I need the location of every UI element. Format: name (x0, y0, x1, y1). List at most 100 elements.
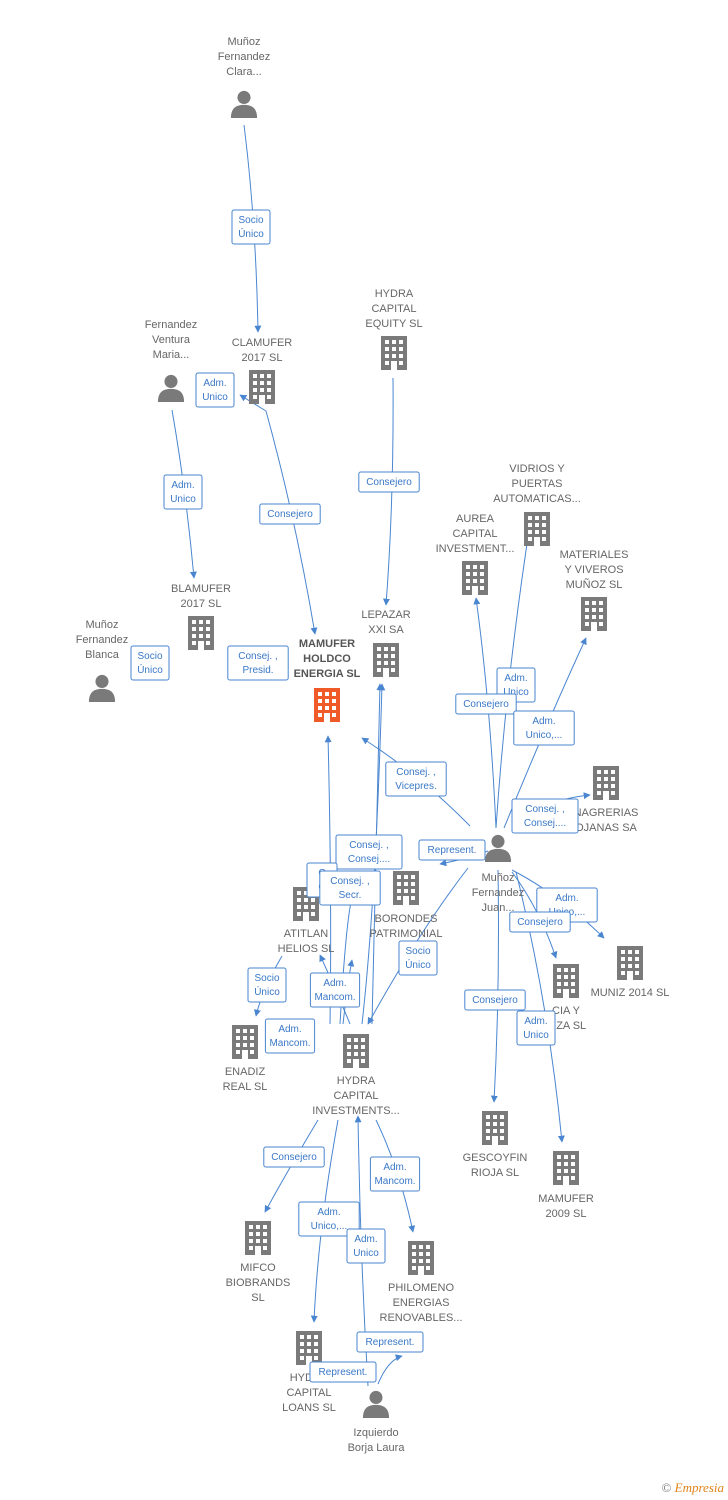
edge-label-text: Unico (503, 687, 529, 698)
edge-line (367, 867, 469, 1025)
node-label: CAPITAL (333, 1090, 378, 1102)
edge-label[interactable]: Adm. Unico (195, 372, 235, 408)
edge-label-box (247, 967, 287, 1003)
edge-label-text: Consej. , (330, 876, 369, 887)
node-label: Izquierdo (353, 1427, 398, 1439)
node-label: Juan... (481, 902, 514, 914)
edge-label[interactable]: Represent. (356, 1331, 424, 1353)
edge-label-box (455, 693, 517, 715)
building-icon (617, 946, 643, 980)
building-icon (314, 688, 340, 722)
edge-label-text: Mancom. (269, 1038, 310, 1049)
edge-label[interactable]: Adm.Unico,... (513, 710, 575, 746)
edge-label[interactable]: Adm. Mancom. (369, 1156, 421, 1192)
edge-label-text: Socio (137, 651, 162, 662)
edge-label[interactable]: Consejero (464, 989, 526, 1011)
edge-label[interactable]: Consejero (263, 1146, 325, 1168)
edge-label[interactable]: Consej. , Presid. (227, 645, 289, 681)
company-node[interactable]: PHILOMENOENERGIASRENOVABLES... (380, 1241, 463, 1324)
edge-label[interactable]: Consejero (455, 693, 517, 715)
edge-label[interactable]: Consej. ,Secr. (319, 870, 381, 906)
node-label: SL (251, 1292, 264, 1304)
building-icon (524, 512, 550, 546)
edge-label-box (509, 911, 571, 933)
copyright-symbol: © (661, 1480, 672, 1495)
person-icon (362, 1390, 390, 1418)
edge-label-box (195, 372, 235, 408)
edge-label-text: Adm. (203, 378, 226, 389)
edge-label-text: Socio (405, 946, 430, 957)
edge-label-box (259, 503, 321, 525)
node-label: 2009 SL (546, 1208, 587, 1220)
person-node[interactable]: FernandezVenturaMaria... (145, 319, 198, 402)
building-icon (373, 643, 399, 677)
edge-label[interactable]: Represent. (418, 839, 486, 861)
company-node[interactable]: VIDRIOS YPUERTASAUTOMATICAS... (493, 463, 581, 546)
edge-label-text: Mancom. (374, 1176, 415, 1187)
edge-label-text: Adm. (383, 1162, 406, 1173)
edge-label[interactable]: Adm.Mancom. (309, 972, 361, 1008)
edge-label-box (464, 989, 526, 1011)
node-label: GESCOYFIN (463, 1152, 528, 1164)
company-node[interactable]: HYDRACAPITALINVESTMENTS... (312, 1034, 400, 1117)
company-node[interactable]: MUNIZ 2014 SL (591, 946, 670, 999)
edge-label-text: Consej. , (238, 651, 277, 662)
edge-label[interactable]: Adm.Unico (346, 1228, 386, 1264)
node-label: LOANS SL (282, 1402, 336, 1414)
node-label: PATRIMONIAL (370, 928, 443, 940)
edge-label-text: Unico (202, 392, 228, 403)
edge-label[interactable]: Adm.Unico (516, 1010, 556, 1046)
edge-line (264, 1119, 319, 1213)
edge-line (377, 1354, 403, 1385)
connector-line (239, 394, 267, 412)
edge-label[interactable]: Consejero (259, 503, 321, 525)
edge-label-box (264, 1018, 316, 1054)
person-node[interactable]: MuñozFernandezClara... (218, 36, 271, 118)
edge-label[interactable]: Consej. ,Consej.... (511, 798, 579, 834)
node-label: PHILOMENO (388, 1282, 454, 1294)
building-icon (553, 964, 579, 998)
edge-label[interactable]: Adm.Mancom. (264, 1018, 316, 1054)
person-node[interactable]: MuñozFernandezJuan... (472, 834, 525, 914)
node-label: HYDRA (337, 1075, 376, 1087)
edge-label[interactable]: Represent. (309, 1361, 377, 1383)
edge-label-text: Adm. (354, 1234, 377, 1245)
edge-label-text: Consejero (517, 917, 563, 928)
node-label: HYDRA (375, 288, 414, 300)
edge-label[interactable]: Consejero (509, 911, 571, 933)
edge-label-text: Consejero (366, 477, 412, 488)
edge-label[interactable]: Consej. ,Consej.... (335, 834, 403, 870)
edge-label-text: Presid. (242, 665, 273, 676)
edge-label-text: Consej. , (396, 767, 435, 778)
company-node[interactable]: AUREACAPITALINVESTMENT... (436, 513, 515, 595)
person-icon (484, 834, 512, 862)
edge-label[interactable]: Adm.Unico,... (298, 1201, 360, 1237)
node-label: Borja Laura (348, 1442, 406, 1454)
building-icon (232, 1025, 258, 1059)
edge-label-text: Único (238, 227, 264, 240)
edge-label[interactable]: Consejero (358, 471, 420, 493)
edge-label[interactable]: Adm.Unico (163, 474, 203, 510)
edge-label[interactable]: Consej. ,Vicepres. (385, 761, 447, 797)
